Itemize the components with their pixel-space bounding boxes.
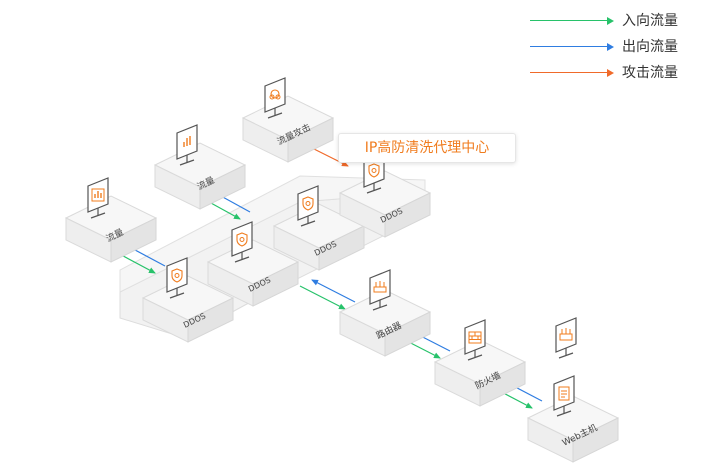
legend-item-outbound: 出向流量 xyxy=(530,34,705,60)
inbound-arrow-icon xyxy=(530,17,614,25)
shield-monitor-icon xyxy=(166,257,188,299)
server-monitor-icon xyxy=(555,317,577,359)
legend-label: 攻击流量 xyxy=(622,65,678,81)
legend-item-inbound: 入向流量 xyxy=(530,8,705,34)
attack-arrow-icon xyxy=(530,69,614,77)
ddos-node: DDOS xyxy=(142,257,234,343)
firewall-node: 防火墙 xyxy=(434,319,526,407)
document-monitor-icon xyxy=(553,375,575,417)
scrubbing-center-callout: IP高防清洗代理中心 xyxy=(338,133,516,163)
bar-chart-monitor-icon xyxy=(87,177,109,219)
traffic-node-mid: 流量 xyxy=(154,124,246,210)
ddos-node: DDOS xyxy=(273,185,365,271)
web-host-node: Web主机 xyxy=(527,375,619,463)
outbound-line xyxy=(311,279,356,303)
inbound-line xyxy=(299,285,346,310)
shield-monitor-icon xyxy=(363,152,385,194)
shield-monitor-icon xyxy=(297,185,319,227)
shield-monitor-icon xyxy=(231,221,253,263)
biohazard-monitor-icon xyxy=(264,77,286,119)
callout-label: IP高防清洗代理中心 xyxy=(364,140,490,156)
legend: 入向流量 出向流量 攻击流量 xyxy=(530,8,705,86)
ddos-node: DDOS xyxy=(207,221,299,307)
attack-node: 流量攻击 xyxy=(242,77,334,163)
outbound-arrow-icon xyxy=(530,43,614,51)
bar-chart-monitor-icon xyxy=(176,124,198,166)
traffic-node-left: 流量 xyxy=(65,177,157,263)
firewall-monitor-icon xyxy=(464,319,486,361)
legend-label: 出向流量 xyxy=(622,39,678,55)
router-monitor-icon xyxy=(369,269,391,311)
router-node: 路由器 xyxy=(339,269,431,357)
legend-item-attack: 攻击流量 xyxy=(530,60,705,86)
ddos-node: DDOS xyxy=(339,152,431,238)
legend-label: 入向流量 xyxy=(622,13,678,29)
